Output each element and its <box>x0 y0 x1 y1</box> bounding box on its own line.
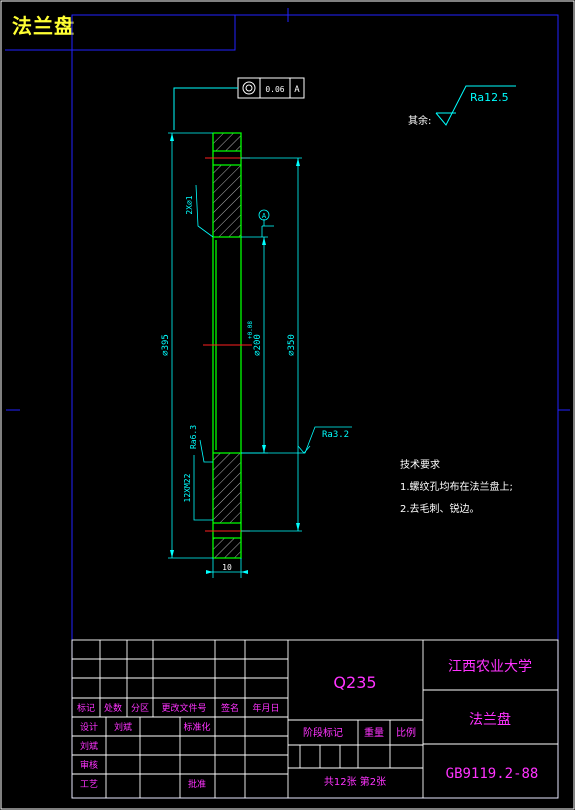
tolerance-value: 0.06 <box>265 85 284 94</box>
tech-req-heading: 技术要求 <box>400 458 440 471</box>
weight-label: 重量 <box>364 726 384 739</box>
roughness-other-label: 其余: <box>408 114 431 127</box>
roughness-bore-side: Ra6.3 <box>189 425 198 449</box>
sheet-info-label: 共12张 第2张 <box>324 775 386 788</box>
page-title: 法兰盘 <box>12 14 75 38</box>
stage-mark-label: 阶段标记 <box>303 726 343 739</box>
roughness-face: Ra3.2 <box>322 430 349 440</box>
dim-thread: 12XM22 <box>183 473 192 502</box>
technical-requirements: 技术要求 1.螺纹孔均布在法兰盘上; 2.去毛刺、锐边。 <box>400 458 513 515</box>
title-block: Q235 江西农业大学 法兰盘 GB9119.2-88 共12张 第2张 标记 … <box>71 639 559 799</box>
rev-header-doc: 更改文件号 <box>161 702 206 714</box>
dim-chamfer: 2X⌀1 <box>185 195 194 214</box>
drafter-name: 刘斌 <box>80 740 98 752</box>
standardization-label: 标准化 <box>183 721 210 733</box>
flange-section <box>203 132 252 559</box>
dimensions <box>168 132 352 578</box>
tolerance-datum: A <box>294 85 300 95</box>
dim-bore: ⌀200 <box>253 334 263 356</box>
approve-label: 批准 <box>188 778 206 790</box>
dim-bolt-circle: ⌀350 <box>287 334 297 356</box>
rev-header-sign: 签名 <box>221 702 239 714</box>
part-name-label: 法兰盘 <box>469 711 511 728</box>
roughness-symbol-icon <box>435 85 516 126</box>
roughness-other-value: Ra12.5 <box>470 91 509 104</box>
standard-label: GB9119.2-88 <box>446 766 539 782</box>
rev-header-date: 年月日 <box>252 702 279 714</box>
rev-header-mark: 标记 <box>77 702 95 714</box>
designer-name: 刘斌 <box>114 721 132 733</box>
material-label: Q235 <box>333 673 376 692</box>
revision-headers: 标记 处数 分区 更改文件号 签名 年月日 <box>77 702 280 714</box>
tech-req-item-1: 1.螺纹孔均布在法兰盘上; <box>400 480 513 493</box>
dim-bore-tolerance: +0.08 <box>247 321 254 339</box>
rev-header-count: 处数 <box>104 702 122 714</box>
dimension-arrows <box>170 133 300 574</box>
process-label: 工艺 <box>80 779 98 790</box>
rev-header-zone: 分区 <box>131 703 149 714</box>
design-label: 设计 <box>80 721 98 733</box>
geometric-tolerance-frame: 0.06 A <box>173 77 305 130</box>
dimension-labels: ⌀395 ⌀350 ⌀200 +0.08 2X⌀1 12XM22 Ra6.3 R… <box>161 195 349 572</box>
datum-label: A <box>262 212 267 220</box>
drawing-frame <box>5 8 570 799</box>
scale-label: 比例 <box>396 726 416 739</box>
tech-req-item-2: 2.去毛刺、锐边。 <box>400 502 480 515</box>
school-label: 江西农业大学 <box>448 659 532 675</box>
concentricity-icon <box>242 81 256 95</box>
dim-outer: ⌀395 <box>161 334 171 356</box>
review-label: 审核 <box>80 759 98 771</box>
dim-thickness: 10 <box>222 563 232 572</box>
roughness-other: 其余: Ra12.5 <box>408 85 516 127</box>
